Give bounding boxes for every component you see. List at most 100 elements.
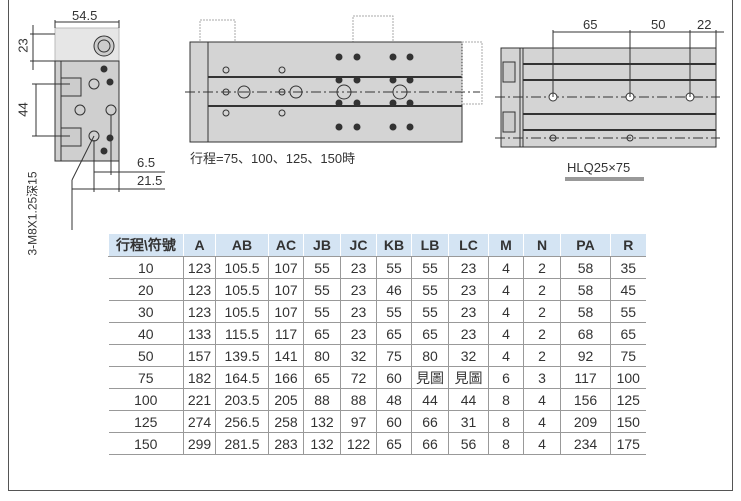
- table-cell: 30: [108, 300, 184, 323]
- table-cell: 234: [560, 432, 611, 455]
- table-cell: 4: [488, 344, 524, 367]
- dim-side-pitch: 44: [15, 102, 31, 117]
- table-cell: 46: [376, 278, 412, 301]
- model-label: HLQ25×75: [567, 160, 631, 175]
- table-cell: 164.5: [215, 366, 269, 389]
- table-cell: 125: [108, 410, 184, 433]
- table-cell: 75: [108, 366, 184, 389]
- dim-side-width: 54.5: [72, 8, 98, 23]
- table-cell: 256.5: [215, 410, 269, 433]
- table-cell: 274: [183, 410, 216, 433]
- table-cell: 32: [340, 344, 377, 367]
- table-cell: 40: [108, 322, 184, 345]
- table-cell: 8: [488, 388, 524, 411]
- table-cell: 221: [183, 388, 216, 411]
- table-cell: 20: [108, 278, 184, 301]
- table-cell: 150: [108, 432, 184, 455]
- table-cell: 50: [108, 344, 184, 367]
- table-cell: 258: [268, 410, 304, 433]
- dim-65: 65: [583, 17, 598, 32]
- table-cell: 4: [488, 256, 524, 279]
- table-cell: 6: [488, 366, 524, 389]
- thread-note: 3-M8X1.25深15: [25, 171, 40, 256]
- table-cell: 117: [268, 322, 304, 345]
- table-cell: 4: [523, 388, 561, 411]
- table-cell: 123: [183, 278, 216, 301]
- table-cell: 2: [523, 278, 561, 301]
- table-cell: 80: [303, 344, 341, 367]
- column-header: JB: [303, 234, 341, 257]
- table-cell: 58: [560, 300, 611, 323]
- table-cell: 107: [268, 300, 304, 323]
- column-header: LC: [448, 234, 489, 257]
- table-cell: 203.5: [215, 388, 269, 411]
- column-header: AC: [268, 234, 304, 257]
- table-cell: 75: [376, 344, 412, 367]
- table-cell: 75: [610, 344, 646, 367]
- table-cell: 2: [523, 256, 561, 279]
- table-cell: 65: [303, 322, 341, 345]
- table-cell: 123: [183, 300, 216, 323]
- table-cell: 132: [303, 410, 341, 433]
- table-cell: 35: [610, 256, 646, 279]
- table-cell: 55: [610, 300, 646, 323]
- table-cell: 55: [303, 300, 341, 323]
- table-cell: 65: [610, 322, 646, 345]
- table-cell: 60: [376, 410, 412, 433]
- table-cell: 8: [488, 432, 524, 455]
- table-cell: 92: [560, 344, 611, 367]
- table-cell: 125: [610, 388, 646, 411]
- table-cell: 2: [523, 300, 561, 323]
- column-header: KB: [376, 234, 412, 257]
- table-cell: 107: [268, 256, 304, 279]
- dim-offset-b: 21.5: [137, 173, 163, 188]
- table-cell: 65: [411, 322, 449, 345]
- technical-drawing: [30, 15, 724, 230]
- table-cell: 4: [488, 278, 524, 301]
- table-cell: 4: [488, 322, 524, 345]
- column-header: N: [523, 234, 561, 257]
- table-cell: 8: [488, 410, 524, 433]
- table-cell: 117: [560, 366, 611, 389]
- table-cell: 見圖: [411, 366, 449, 389]
- table-cell: 97: [340, 410, 377, 433]
- table-cell: 105.5: [215, 278, 269, 301]
- table-cell: 80: [411, 344, 449, 367]
- table-cell: 55: [411, 300, 449, 323]
- table-cell: 65: [376, 322, 412, 345]
- table-cell: 44: [448, 388, 489, 411]
- front-view: [495, 30, 724, 181]
- table-cell: 209: [560, 410, 611, 433]
- dim-50: 50: [651, 17, 666, 32]
- table-cell: 55: [411, 256, 449, 279]
- table-cell: 58: [560, 256, 611, 279]
- table-cell: 105.5: [215, 300, 269, 323]
- table-cell: 115.5: [215, 322, 269, 345]
- column-header: PA: [560, 234, 611, 257]
- table-cell: 32: [448, 344, 489, 367]
- table-cell: 105.5: [215, 256, 269, 279]
- table-cell: 45: [610, 278, 646, 301]
- table-cell: 205: [268, 388, 304, 411]
- table-cell: 23: [448, 322, 489, 345]
- table-cell: 23: [448, 256, 489, 279]
- table-cell: 299: [183, 432, 216, 455]
- table-cell: 見圖: [448, 366, 489, 389]
- table-cell: 122: [340, 432, 377, 455]
- table-cell: 88: [303, 388, 341, 411]
- table-cell: 23: [340, 256, 377, 279]
- table-cell: 65: [376, 432, 412, 455]
- table-cell: 283: [268, 432, 304, 455]
- table-cell: 48: [376, 388, 412, 411]
- table-cell: 60: [376, 366, 412, 389]
